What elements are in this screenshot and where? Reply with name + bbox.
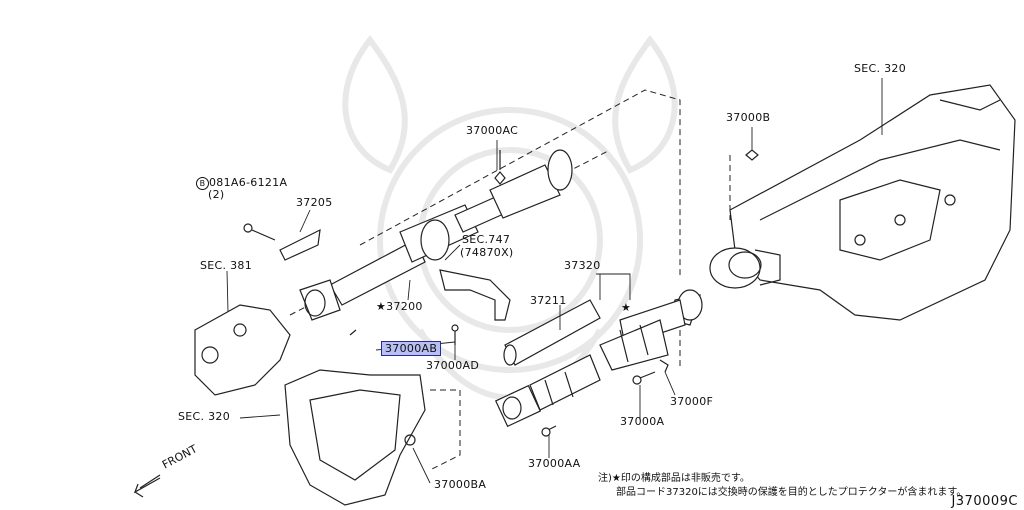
label-37320: 37320 <box>564 259 601 272</box>
lower-shaft-section <box>494 354 601 428</box>
label-sec747-sub: (74870X) <box>460 246 514 259</box>
label-sec320-left: SEC. 320 <box>178 410 231 423</box>
label-37200: ★37200 <box>376 300 423 313</box>
label-sec747: SEC.747 <box>462 233 511 246</box>
label-37000ba: 37000BA <box>434 478 487 491</box>
protector-tube <box>503 299 601 366</box>
bolt-code-text: 081A6-6121A <box>209 176 288 189</box>
front-shaft-assembly <box>299 149 573 321</box>
label-37000a: 37000A <box>620 415 665 428</box>
bolt-circle-icon: B <box>196 177 209 190</box>
rear-propeller-shaft <box>599 289 703 371</box>
label-bolt-qty: (2) <box>208 188 225 201</box>
label-37000ac: 37000AC <box>466 124 519 137</box>
bellhousing <box>284 369 426 506</box>
rear-flange <box>709 247 781 289</box>
label-37205: 37205 <box>296 196 333 209</box>
label-37000aa: 37000AA <box>528 457 581 470</box>
bolts <box>349 149 759 437</box>
note-line-2: 部品コード37320には交換時の保護を目的としたプロテクターが含まれます。 <box>616 487 967 498</box>
transmission-case <box>729 84 1016 321</box>
label-37000ab-highlighted[interactable]: 37000AB <box>381 341 442 356</box>
support-bracket <box>439 269 511 321</box>
transfer-case <box>194 304 291 396</box>
star-37200: ★ <box>376 300 387 313</box>
heat-shield <box>243 223 321 261</box>
label-37000b: 37000B <box>726 111 771 124</box>
leader-lines <box>226 78 883 484</box>
front-arrow-icon <box>133 474 161 498</box>
label-37000f: 37000F <box>670 395 714 408</box>
label-37200-text: 37200 <box>386 300 423 313</box>
diagram-code: J370009C <box>951 494 1018 509</box>
note-line-1: 注)★印の構成部品は非販売です。 <box>598 473 750 484</box>
star-37320: ★ <box>621 301 632 314</box>
label-37000ad: 37000AD <box>426 359 480 372</box>
label-sec381: SEC. 381 <box>200 259 253 272</box>
label-37211: 37211 <box>530 294 567 307</box>
label-sec320-top: SEC. 320 <box>854 62 907 75</box>
